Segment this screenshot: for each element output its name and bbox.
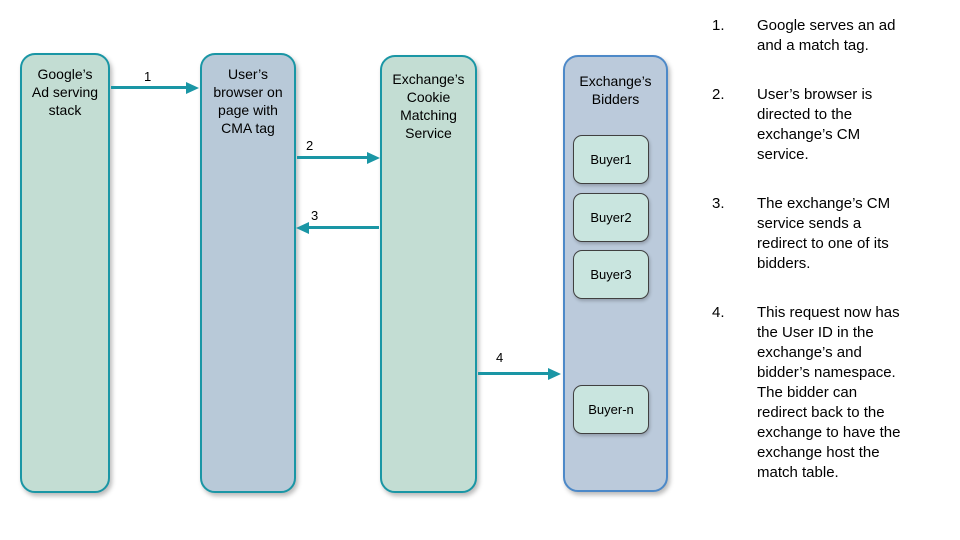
- buyer3-box: Buyer3: [573, 250, 649, 299]
- lane-google-ad-stack-label: Google’s Ad serving stack: [31, 66, 99, 118]
- lane-exchange-cm-service: Exchange’s Cookie Matching Service: [380, 55, 477, 493]
- step-number: 1.: [712, 17, 725, 34]
- lane-exchange-cm-service-label: Exchange’s Cookie Matching Service: [392, 71, 465, 141]
- arrow-label-2: 2: [306, 138, 314, 153]
- lane-user-browser-label: User’s browser on page with CMA tag: [213, 66, 283, 136]
- step-text: User’s browser is directed to the exchan…: [757, 86, 873, 163]
- buyer2-label: Buyer2: [590, 210, 632, 225]
- step-item-1: 1. Google serves an ad and a match tag.: [712, 16, 958, 56]
- arrow-3: [309, 226, 379, 229]
- step-item-4: 4. This request now has the User ID in t…: [712, 303, 958, 483]
- lane-google-ad-stack: Google’s Ad serving stack: [20, 53, 110, 493]
- steps-list: 1. Google serves an ad and a match tag. …: [712, 16, 958, 512]
- lane-exchange-bidders: Exchange’s Bidders Buyer1 Buyer2 Buyer3 …: [563, 55, 668, 492]
- arrow-label-1: 1: [144, 69, 152, 84]
- arrow-1: [111, 86, 186, 89]
- buyer3-label: Buyer3: [590, 267, 632, 282]
- arrow-label-4: 4: [496, 350, 504, 365]
- step-item-2: 2. User’s browser is directed to the exc…: [712, 85, 958, 165]
- step-number: 2.: [712, 86, 725, 103]
- lane-user-browser: User’s browser on page with CMA tag: [200, 53, 296, 493]
- step-item-3: 3. The exchange’s CM service sends a red…: [712, 194, 958, 274]
- step-number: 3.: [712, 195, 725, 212]
- step-text: This request now has the User ID in the …: [757, 304, 901, 481]
- step-number: 4.: [712, 304, 725, 321]
- buyer2-box: Buyer2: [573, 193, 649, 242]
- buyer1-box: Buyer1: [573, 135, 649, 184]
- buyer-n-box: Buyer-n: [573, 385, 649, 434]
- arrow-4: [478, 372, 548, 375]
- arrow-label-3: 3: [311, 208, 319, 223]
- step-text: The exchange’s CM service sends a redire…: [757, 195, 891, 272]
- buyer1-label: Buyer1: [590, 152, 632, 167]
- buyer-n-label: Buyer-n: [588, 402, 634, 417]
- step-text: Google serves an ad and a match tag.: [757, 17, 896, 54]
- lane-exchange-bidders-label: Exchange’s Bidders: [579, 73, 652, 107]
- arrow-2: [297, 156, 367, 159]
